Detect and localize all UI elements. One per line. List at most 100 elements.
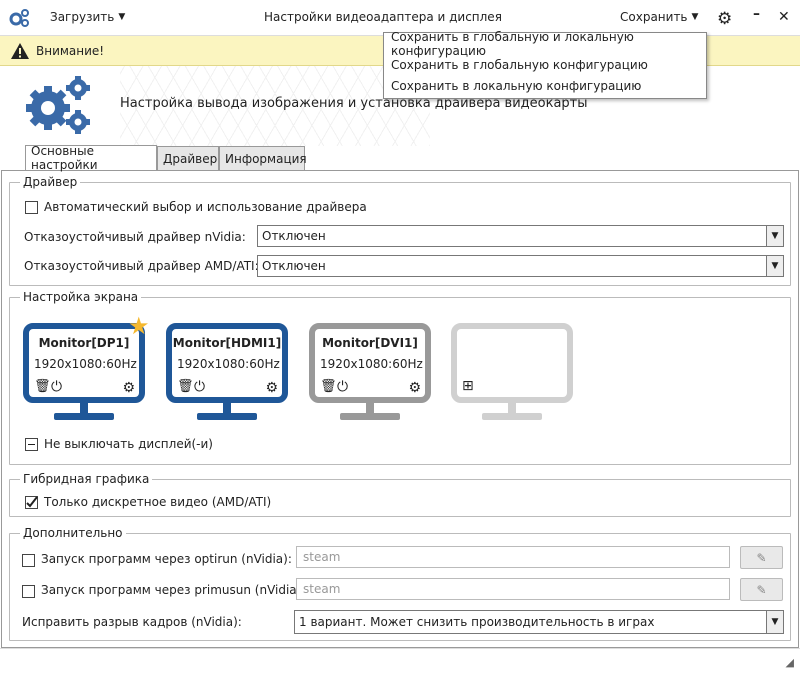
star-icon: ★ — [128, 312, 150, 340]
optirun-placeholder: steam — [303, 550, 341, 564]
screen-group — [9, 297, 791, 465]
auto-driver-label: Автоматический выбор и использование дра… — [44, 200, 367, 214]
monitor-mode: 1920x1080:60Hz — [320, 357, 423, 371]
hybrid-group — [9, 479, 791, 517]
extra-group — [9, 533, 791, 641]
load-label: Загрузить — [50, 10, 115, 24]
gears-icon — [24, 72, 94, 136]
save-menu: Сохранить в глобальную и локальную конфи… — [383, 29, 707, 99]
optirun-label: Запуск программ через optirun (nVidia): — [41, 552, 292, 566]
tab-main-settings[interactable]: Основные настройки — [25, 144, 157, 172]
discrete-checkbox[interactable] — [25, 496, 38, 509]
monitor-card[interactable]: Monitor[DVI1] 1920x1080:60Hz 🗑 ⏻ ⚙ — [309, 323, 431, 420]
optirun-checkbox[interactable] — [22, 554, 35, 567]
screen-group-label: Настройка экрана — [20, 290, 142, 304]
monitor-base — [54, 413, 114, 420]
primusun-input[interactable]: steam — [296, 578, 730, 600]
nvidia-driver-value: Отключен — [262, 229, 326, 243]
no-off-checkbox[interactable] — [25, 438, 38, 451]
monitor-base — [197, 413, 257, 420]
tearing-value: 1 вариант. Может снизить производительно… — [299, 615, 655, 629]
monitor-stand — [223, 403, 231, 413]
chevron-down-icon: ▼ — [766, 226, 783, 246]
minus-icon — [28, 444, 35, 445]
gear-icon[interactable]: ⚙ — [265, 380, 278, 396]
primusun-label: Запуск программ через primusun (nVidia): — [41, 583, 306, 597]
primusun-edit-button[interactable]: ✎ — [740, 578, 783, 601]
monitor-card-empty[interactable]: ⊞ — [451, 323, 573, 420]
monitor-screen: Monitor[DP1] 1920x1080:60Hz 🗑 ⏻ ⚙ — [23, 323, 145, 403]
monitor-mode: 1920x1080:60Hz — [34, 357, 137, 371]
chevron-down-icon: ▼ — [766, 256, 783, 276]
power-icon[interactable]: ⏻ — [337, 379, 349, 395]
status-bar: ◢ — [0, 648, 800, 674]
chevron-down-icon: ▼ — [118, 12, 126, 22]
discrete-label: Только дискретное видео (AMD/ATI) — [44, 495, 272, 509]
load-button[interactable]: Загрузить ▼ — [50, 10, 125, 24]
optirun-input[interactable]: steam — [296, 546, 730, 568]
nvidia-driver-label: Отказоустойчивый драйвер nVidia: — [24, 230, 246, 244]
primusun-checkbox[interactable] — [22, 585, 35, 598]
warning-text: Внимание! — [36, 44, 105, 58]
amd-driver-value: Отключен — [262, 259, 326, 273]
trash-icon[interactable]: 🗑 — [320, 379, 337, 394]
tearing-select[interactable]: 1 вариант. Может снизить производительно… — [294, 610, 784, 634]
save-label: Сохранить — [620, 10, 688, 24]
monitor-stand — [366, 403, 374, 413]
monitor-name: Monitor[HDMI1] — [172, 336, 282, 350]
monitor-base — [340, 413, 400, 420]
title-bar: Загрузить ▼ Настройки видеоадаптера и ди… — [0, 0, 800, 36]
monitor-screen: Monitor[DVI1] 1920x1080:60Hz 🗑 ⏻ ⚙ — [309, 323, 431, 403]
menu-item-save-global[interactable]: Сохранить в глобальную конфигурацию — [391, 57, 648, 72]
monitor-stand — [508, 403, 516, 413]
gears-icon — [8, 8, 30, 28]
minimize-button[interactable]: – — [753, 6, 760, 22]
monitor-card[interactable]: Monitor[DP1] 1920x1080:60Hz 🗑 ⏻ ⚙ — [23, 323, 145, 420]
tab-driver[interactable]: Драйвер — [157, 146, 219, 170]
monitor-screen: ⊞ — [451, 323, 573, 403]
trash-icon[interactable]: 🗑 — [34, 379, 51, 394]
hex-pattern — [120, 66, 430, 146]
driver-group — [9, 182, 791, 286]
resize-grip-icon[interactable]: ◢ — [785, 656, 794, 669]
hero-text: Настройка вывода изображения и установка… — [120, 96, 588, 111]
main-panel — [1, 170, 799, 648]
monitor-name: Monitor[DVI1] — [322, 336, 418, 350]
chevron-down-icon: ▼ — [766, 611, 783, 633]
amd-driver-label: Отказоустойчивый драйвер AMD/ATI: — [24, 259, 259, 273]
tab-info[interactable]: Информация — [219, 146, 307, 170]
warning-icon — [10, 42, 30, 63]
monitor-screen: Monitor[HDMI1] 1920x1080:60Hz 🗑 ⏻ ⚙ — [166, 323, 288, 403]
power-icon[interactable]: ⏻ — [51, 379, 63, 395]
hybrid-group-label: Гибридная графика — [20, 472, 153, 486]
power-icon[interactable]: ⏻ — [194, 379, 206, 395]
close-button[interactable]: ✕ — [778, 9, 790, 25]
checkmark-icon — [26, 496, 38, 508]
extra-group-label: Дополнительно — [20, 526, 126, 540]
gear-icon[interactable]: ⚙ — [122, 380, 135, 396]
monitor-mode: 1920x1080:60Hz — [177, 357, 280, 371]
primusun-placeholder: steam — [303, 582, 341, 596]
tearing-label: Исправить разрыв кадров (nVidia): — [22, 615, 242, 629]
edit-icon: ✎ — [756, 550, 767, 565]
driver-group-label: Драйвер — [20, 175, 81, 189]
optirun-edit-button[interactable]: ✎ — [740, 546, 783, 569]
monitor-card[interactable]: Monitor[HDMI1] 1920x1080:60Hz 🗑 ⏻ ⚙ — [166, 323, 288, 420]
gear-icon[interactable]: ⚙ — [717, 9, 733, 29]
menu-item-save-local[interactable]: Сохранить в локальную конфигурацию — [391, 78, 642, 93]
no-off-label: Не выключать дисплей(-и) — [44, 437, 213, 451]
add-icon[interactable]: ⊞ — [462, 378, 474, 394]
save-button[interactable]: Сохранить ▼ — [620, 10, 698, 24]
gear-icon[interactable]: ⚙ — [408, 380, 421, 396]
edit-icon: ✎ — [756, 582, 767, 597]
nvidia-driver-select[interactable]: Отключен ▼ — [257, 225, 784, 247]
monitor-name: Monitor[DP1] — [38, 336, 130, 350]
amd-driver-select[interactable]: Отключен ▼ — [257, 255, 784, 277]
auto-driver-checkbox[interactable] — [25, 201, 38, 214]
trash-icon[interactable]: 🗑 — [177, 379, 194, 394]
chevron-down-icon: ▼ — [691, 12, 699, 22]
monitor-base — [482, 413, 542, 420]
monitor-stand — [80, 403, 88, 413]
window-title: Настройки видеоадаптера и дисплея — [264, 10, 502, 24]
menu-item-save-global-local[interactable]: Сохранить в глобальную и локальную конфи… — [391, 29, 634, 58]
